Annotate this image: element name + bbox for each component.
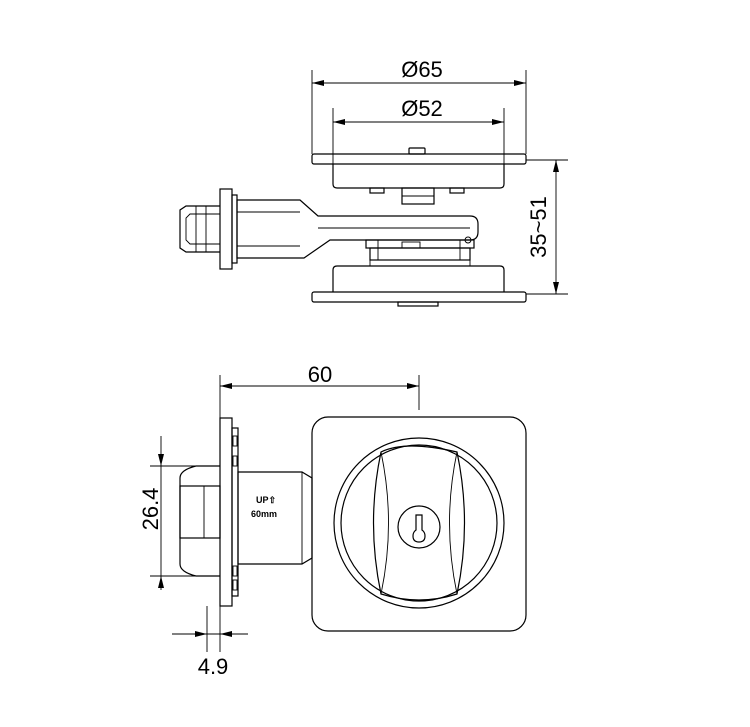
top-latch-faceplate xyxy=(219,188,233,270)
top-view xyxy=(179,147,527,307)
front-pull-dish xyxy=(372,445,466,601)
dim-outer-diameter-label: Ø65 xyxy=(401,57,443,82)
top-latch-faceplate-inner xyxy=(231,194,238,264)
dimension-latch-depth: 4.9 xyxy=(172,606,248,679)
front-latch-faceplate xyxy=(219,417,233,607)
top-outer-rose-upper xyxy=(311,153,527,165)
top-turn-knob xyxy=(408,147,426,155)
top-latch-bolt xyxy=(179,205,220,253)
front-latch-bolt-head xyxy=(179,465,220,577)
front-latch-bolt xyxy=(179,485,221,539)
dim-o52-arrow-left xyxy=(333,119,345,125)
dim-latch-depth-arrow-right xyxy=(220,631,232,637)
front-faceplate-screw-3 xyxy=(232,565,238,577)
front-pull-flank-left xyxy=(380,451,389,595)
dim-backset-arrow-right xyxy=(407,383,419,389)
latch-orientation-label: UP⇧ xyxy=(256,495,276,505)
front-key-cylinder xyxy=(397,505,441,549)
dimension-backset: 60 xyxy=(219,362,420,418)
dim-o52-arrow-right xyxy=(492,119,504,125)
dim-thickness-arrow-bottom xyxy=(553,282,559,294)
top-inner-rose-lower xyxy=(332,265,505,292)
dim-latch-depth-label: 4.9 xyxy=(198,654,229,679)
top-fixing-tab-right xyxy=(449,187,465,194)
dim-backset-arrow-left xyxy=(220,383,232,389)
dim-latch-height-arrow-bottom xyxy=(158,576,164,588)
front-inner-ring xyxy=(340,444,498,602)
dim-o65-arrow-left xyxy=(312,80,324,86)
top-lower-mechanism-slot xyxy=(401,241,421,249)
latch-backset-label: 60mm xyxy=(251,509,277,519)
dimension-door-thickness: 35~51 xyxy=(526,159,568,295)
dim-latch-height-label: 26.4 xyxy=(138,488,163,531)
front-pull-flank-right xyxy=(449,451,458,595)
dimension-latch-height: 26.4 xyxy=(138,436,196,590)
dim-inner-diameter-label: Ø52 xyxy=(401,96,443,121)
dimension-inner-diameter: Ø52 xyxy=(332,96,505,164)
front-faceplate-screw-4 xyxy=(232,579,238,591)
dimension-outer-diameter: Ø65 xyxy=(311,57,527,154)
dim-backset-label: 60 xyxy=(308,362,332,387)
dim-latch-height-arrow-top xyxy=(158,454,164,466)
top-latch-bolt-inner xyxy=(185,213,220,245)
top-fixing-tab-left xyxy=(369,187,385,194)
front-view: UP⇧ 60mm xyxy=(179,416,527,632)
dim-o65-arrow-right xyxy=(514,80,526,86)
top-inner-rose-upper xyxy=(332,164,505,189)
keyhole-icon xyxy=(412,514,426,543)
top-outer-rose-lower xyxy=(311,291,527,303)
top-lower-mechanism-base xyxy=(369,247,471,261)
front-square-rose xyxy=(311,416,527,632)
front-faceplate-screw-2 xyxy=(232,455,238,467)
front-faceplate-screw-1 xyxy=(232,435,238,447)
dim-thickness-arrow-top xyxy=(553,160,559,172)
dim-door-thickness-label: 35~51 xyxy=(526,196,551,258)
top-latch-body xyxy=(236,199,479,259)
front-outer-ring xyxy=(333,437,505,609)
top-lower-cylinder xyxy=(397,301,439,307)
dim-latch-depth-arrow-left xyxy=(195,631,207,637)
